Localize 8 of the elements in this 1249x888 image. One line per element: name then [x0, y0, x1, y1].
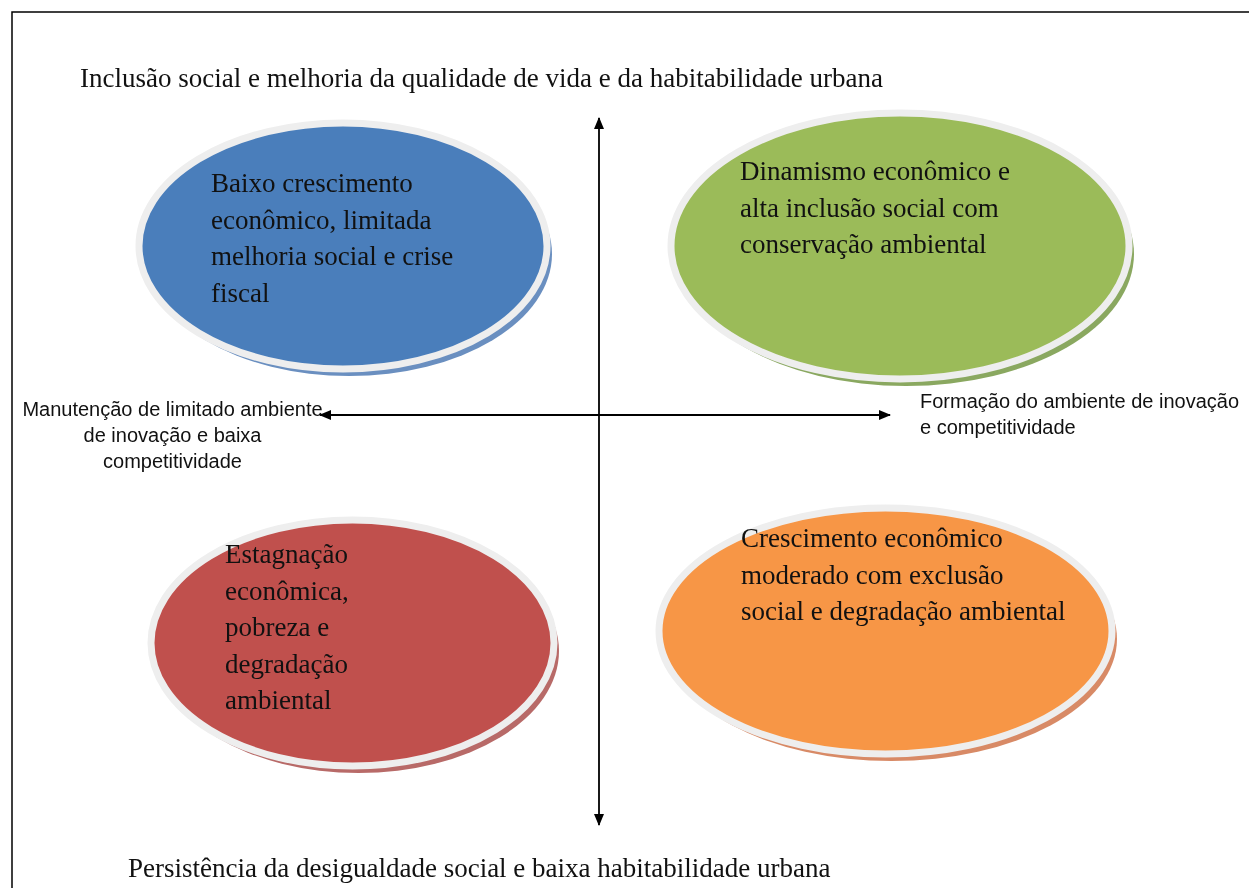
scenario-text: Estagnação econômica, pobreza e degradação ambiental [225, 538, 350, 717]
scenario-text: Baixo crescimento econômico, limitada melhoria social e crise fiscal [211, 167, 455, 310]
axis-label: Persistência da desigualdade social e baixa habitabilidade urbana [128, 852, 832, 885]
axis-end-label: Manutenção de limitado ambiente de inovação e baixa competitividade [21, 397, 324, 474]
axis-end-label: Formação do ambiente de inovação e competitividade [920, 389, 1241, 440]
scenario-text: Crescimento econômico moderado com exclusão social e degradação ambiental [741, 522, 1067, 628]
scenario-text: Dinamismo econômico e alta inclusão social com conservação ambiental [740, 155, 1011, 261]
axis-label: Inclusão social e melhoria da qualidade de vida e da habitabilidade urbana [80, 62, 884, 95]
